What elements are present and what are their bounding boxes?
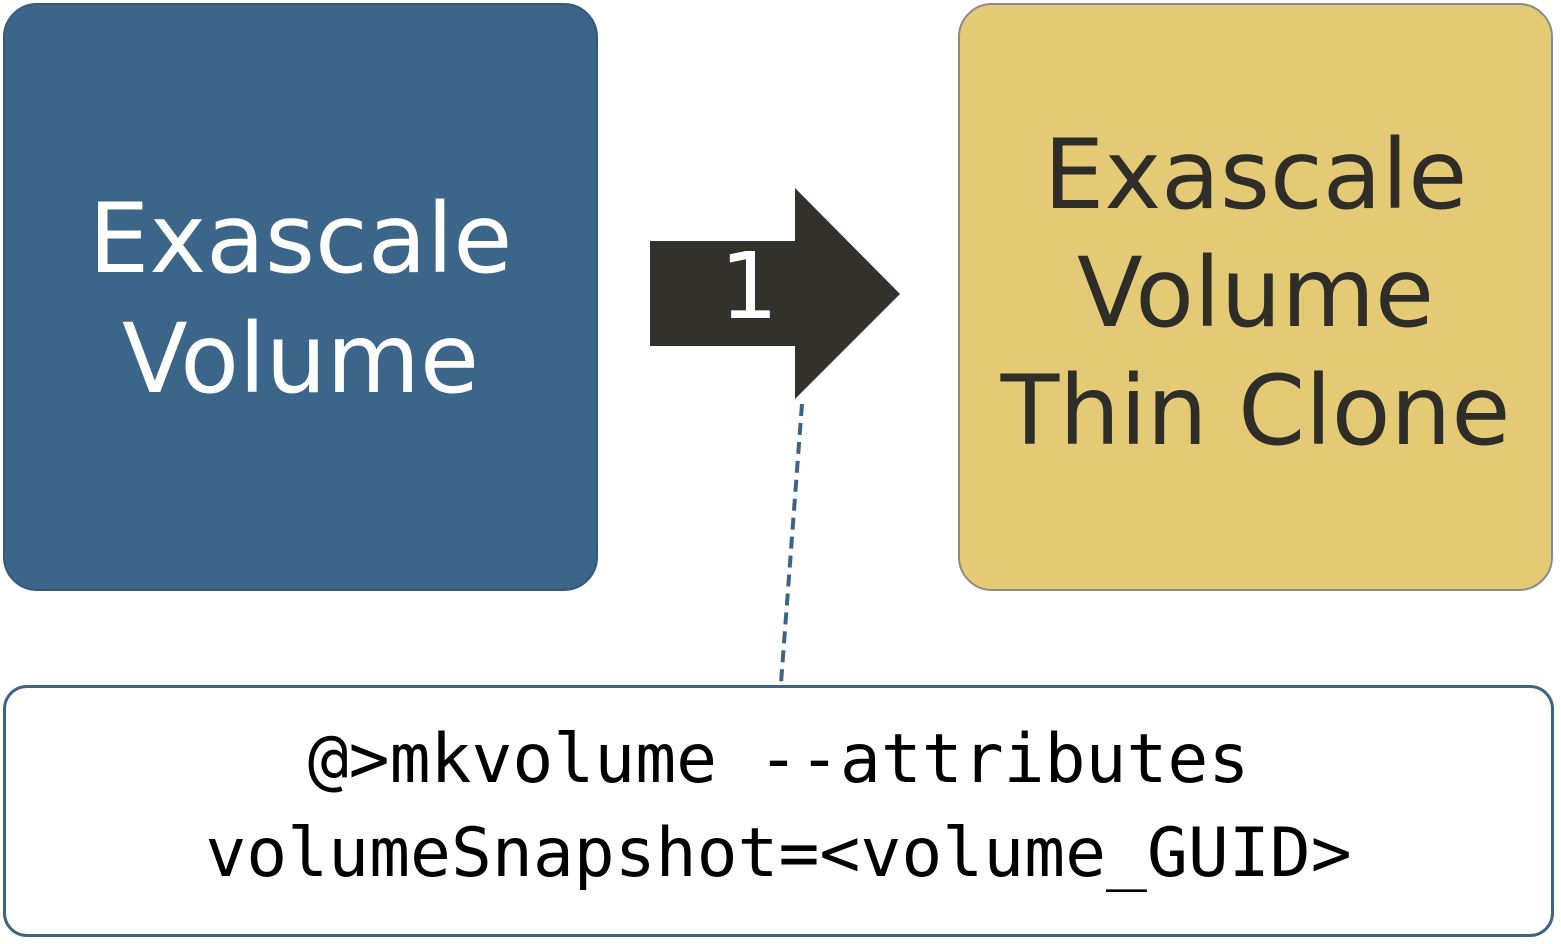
target-box-line-1: Exascale — [1043, 119, 1468, 231]
source-box-line-2: Volume — [121, 303, 480, 415]
command-line-1: @>mkvolume --attributes — [307, 720, 1250, 799]
source-box-line-1: Exascale — [88, 183, 513, 295]
command-line-2: volumeSnapshot=<volume_GUID> — [205, 814, 1352, 893]
command-callout: @>mkvolume --attributes volumeSnapshot=<… — [3, 685, 1554, 937]
thin-clone-box: Exascale Volume Thin Clone — [958, 3, 1553, 591]
callout-connector — [779, 403, 804, 684]
step-number: 1 — [719, 233, 779, 340]
target-box-line-3: Thin Clone — [1000, 355, 1511, 467]
source-volume-box: Exascale Volume — [3, 3, 598, 591]
target-box-line-2: Volume — [1076, 237, 1435, 349]
